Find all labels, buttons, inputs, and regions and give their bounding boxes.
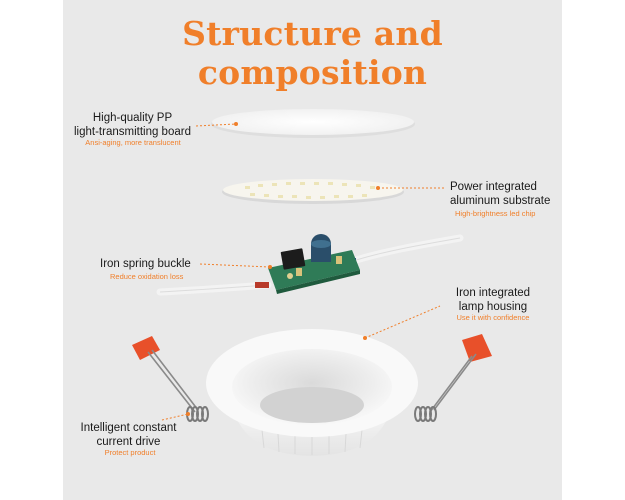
leader-lines (161, 123, 446, 421)
desc-driver: Protect product (104, 448, 156, 457)
label-driver: Intelligent constant current drive (66, 421, 191, 449)
label-diffuser: High-quality PP light-transmitting board (70, 111, 195, 139)
label-housing: Iron integrated lamp housing (438, 286, 548, 314)
led-substrate (222, 179, 404, 204)
label-diffuser-line2: light-transmitting board (74, 126, 191, 138)
label-substrate-line2: aluminum substrate (450, 195, 551, 207)
label-housing-line2: lamp housing (458, 301, 528, 313)
spring-left (132, 336, 209, 422)
driver-module (156, 234, 464, 296)
label-substrate: Power integrated aluminum substrate (450, 180, 565, 208)
desc-housing: Use it with confidence (456, 313, 530, 322)
label-driver-line1: Intelligent constant (80, 422, 177, 434)
spring-right (414, 334, 492, 422)
desc-spring-buckle: Reduce oxidation loss (110, 272, 184, 281)
label-spring-buckle: Iron spring buckle (100, 257, 210, 271)
label-housing-line1: Iron integrated (455, 287, 531, 299)
label-driver-line2: current drive (96, 436, 161, 448)
label-diffuser-line1: High-quality PP (92, 112, 173, 124)
label-spring-buckle-line1: Iron spring buckle (100, 258, 191, 270)
leader-dots (186, 122, 380, 416)
page-title: Structure and composition (182, 14, 443, 92)
diffuser-board (211, 109, 415, 138)
label-substrate-line1: Power integrated (450, 181, 537, 193)
desc-diffuser: Ansi-aging, more translucent (85, 138, 181, 147)
lamp-housing (206, 329, 418, 456)
desc-substrate: High-brightness led chip (455, 209, 536, 218)
